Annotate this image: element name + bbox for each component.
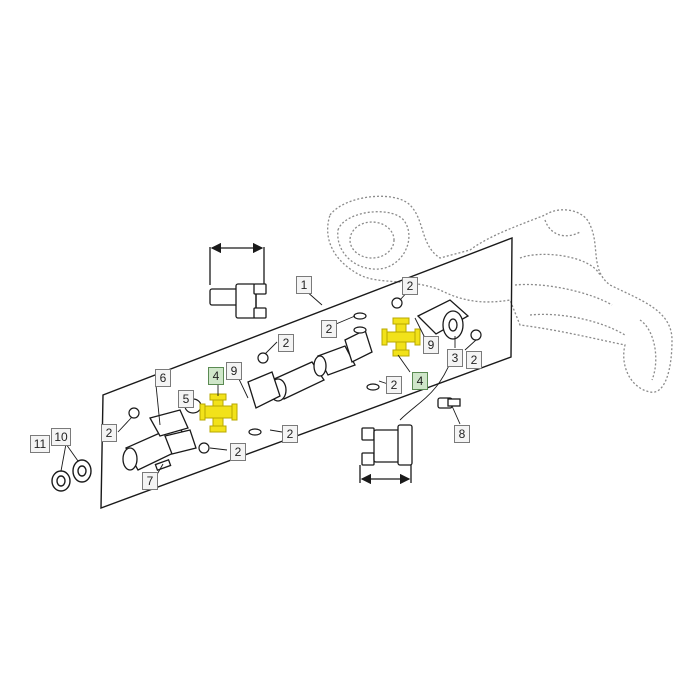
callout-2-center: 2	[278, 334, 294, 352]
callout-11: 11	[30, 435, 50, 453]
callout-6: 6	[155, 369, 171, 387]
rear-axle-ghost	[327, 195, 673, 393]
flange-yoke-detail	[209, 242, 267, 319]
exploded-view-panel	[100, 236, 513, 510]
callout-4-left: 4	[208, 367, 224, 385]
universal-joint-cross-right	[381, 317, 421, 357]
universal-joint-cross-left	[199, 393, 238, 433]
callout-2-top-right: 2	[402, 277, 418, 295]
callout-4-right: 4	[412, 372, 428, 390]
callout-2-right: 2	[466, 351, 482, 369]
callout-7: 7	[142, 472, 158, 490]
callout-9-left: 9	[226, 362, 242, 380]
flange-yoke-detail-right	[359, 424, 413, 485]
callout-9-right: 9	[423, 336, 439, 354]
callout-2-left: 2	[101, 424, 117, 442]
callout-2-mid: 2	[386, 376, 402, 394]
rear-flange	[416, 299, 470, 340]
callout-2-lower-left: 2	[230, 443, 246, 461]
callout-3: 3	[447, 349, 463, 367]
callout-10: 10	[51, 428, 71, 446]
callout-8: 8	[454, 425, 470, 443]
callout-1: 1	[296, 276, 312, 294]
callout-5: 5	[178, 390, 194, 408]
rings-10-11	[51, 459, 92, 492]
callout-2-upper-center: 2	[321, 320, 337, 338]
propeller-shaft	[247, 329, 373, 409]
bolt-8	[437, 397, 461, 409]
callout-2-lower-center: 2	[282, 425, 298, 443]
